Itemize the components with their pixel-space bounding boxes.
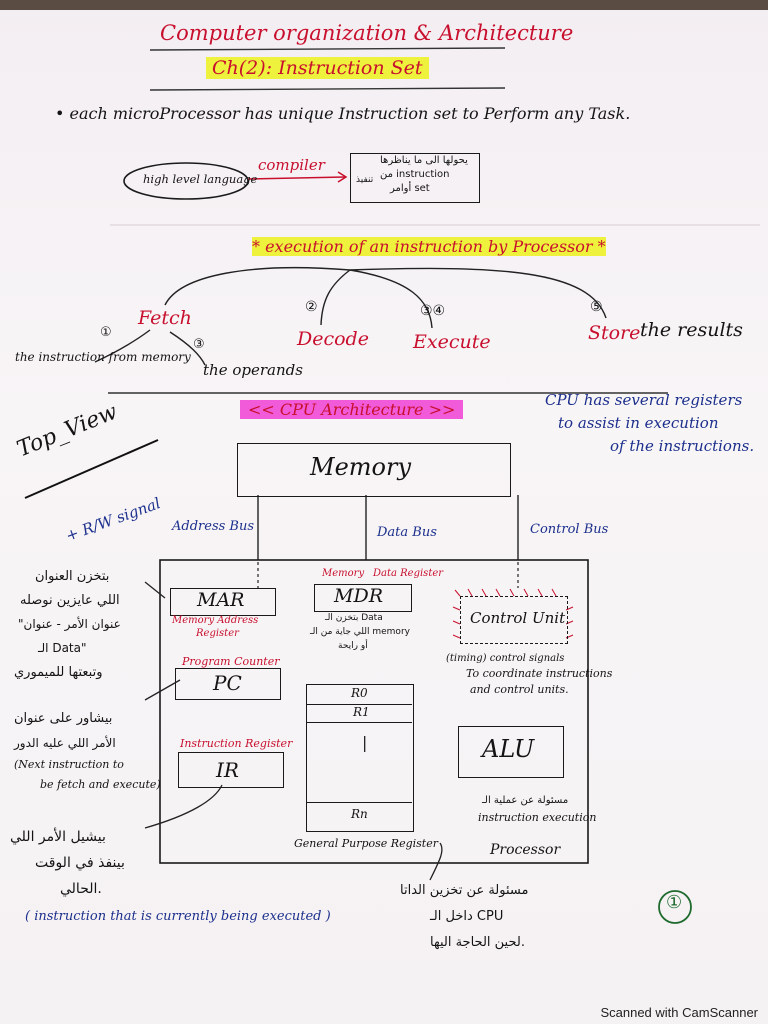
compile-source: high level language <box>143 172 258 186</box>
cpu-note-2: to assist in execution <box>558 414 719 432</box>
mar-caption-1: Memory Address <box>172 615 259 626</box>
ir-note-3: الحالي. <box>60 881 102 897</box>
processor-label: Processor <box>490 842 561 858</box>
execution-heading: * execution of an instruction by Process… <box>252 237 606 256</box>
pc-note-3: (Next instruction to <box>14 758 124 771</box>
alu-box <box>458 726 564 778</box>
step-decode: Decode <box>297 328 369 350</box>
mar-label: MAR <box>197 589 245 611</box>
mdr-caption-2: اللي جاية من الـ memory <box>310 627 410 637</box>
gpr-stack <box>306 684 414 832</box>
step-store-num: ⑤ <box>590 299 603 315</box>
mar-note-1: بتخزن العنوان <box>35 569 110 584</box>
cpu-heading-text: << CPU Architecture >> <box>240 400 464 419</box>
compile-target-line3: أوامر set <box>390 183 430 194</box>
mar-note-5: وتبعتها للميموري <box>14 665 103 680</box>
control-unit-box <box>460 596 568 644</box>
mdr-caption-3: أو رايحة <box>338 641 368 651</box>
mdr-box <box>314 584 412 612</box>
compile-target-line2: من instruction <box>380 169 450 180</box>
chapter-heading: Ch(2): Instruction Set <box>206 57 429 79</box>
compile-target-line1: يحولها الى ما يناظرها <box>380 155 468 166</box>
gpr-ellipsis: | <box>362 733 368 752</box>
execution-heading-text: * execution of an instruction by Process… <box>252 237 606 256</box>
compile-target-note: تنفيذ <box>356 175 374 185</box>
step-fetch: Fetch <box>138 307 192 329</box>
step-store: Store <box>588 322 641 344</box>
memory-box <box>237 443 511 497</box>
mdr-top-2: Data Register <box>373 568 444 579</box>
ir-note-en: ( instruction that is currently being ex… <box>25 909 331 924</box>
control-bus-label: Control Bus <box>530 522 609 537</box>
gpr-rn: Rn <box>351 807 368 821</box>
ir-note-1: بيشيل الأمر اللي <box>10 829 106 845</box>
mdr-top-1: Memory <box>322 568 365 579</box>
control-unit-label: Control Unit <box>470 609 566 627</box>
step-store-suffix: the results <box>640 319 743 341</box>
compile-target-box <box>350 153 480 203</box>
alu-caption-1: مسئولة عن عملية الـ <box>482 795 569 806</box>
mar-note-3: "عنوان الأمر - عنوان <box>18 617 121 631</box>
ir-note-2: بينفذ في الوقت <box>35 855 125 871</box>
memory-label: Memory <box>310 453 412 481</box>
cu-caption-2: To coordinate instructions <box>466 667 613 680</box>
compile-arrow-label: compiler <box>258 156 325 174</box>
gpr-r1: R1 <box>353 705 370 719</box>
gpr-row-divider-2 <box>306 704 412 723</box>
cpu-note-3: of the instructions. <box>610 437 755 455</box>
chapter-label: Ch(2): Instruction Set <box>206 57 429 79</box>
gpr-row-divider-1 <box>306 684 412 705</box>
mdr-label: MDR <box>334 585 383 607</box>
ir-label: IR <box>216 758 239 782</box>
scanner-watermark: Scanned with CamScanner <box>600 1005 758 1020</box>
gpr-row-divider-3 <box>306 802 412 803</box>
intro-text: • each microProcessor has unique Instruc… <box>55 104 631 123</box>
scan-edge <box>0 0 768 10</box>
gpr-note-2: داخل الـ CPU <box>430 909 504 924</box>
cu-caption-3: and control units. <box>470 683 569 696</box>
fetch-sub2-num: ③ <box>193 337 205 352</box>
step-execute: Execute <box>413 331 491 353</box>
mar-note-2: اللي عايزين نوصله <box>20 593 120 608</box>
gpr-note-3: لحين الحاجة اليها. <box>430 935 525 950</box>
step-decode-num: ② <box>305 299 318 315</box>
pc-label: PC <box>213 671 242 695</box>
ir-top-label: Instruction Register <box>180 737 293 750</box>
gpr-r0: R0 <box>351 686 368 700</box>
alu-label: ALU <box>482 735 535 763</box>
pc-box <box>175 668 281 700</box>
mar-box <box>170 588 276 616</box>
fetch-sub1: the instruction from memory <box>15 350 191 364</box>
step-execute-num: ③④ <box>420 303 446 319</box>
cpu-note-1: CPU has several registers <box>545 391 743 409</box>
ir-box <box>178 752 284 788</box>
gpr-note-1: مسئولة عن تخزين الداتا <box>400 883 529 898</box>
cpu-heading: << CPU Architecture >> <box>240 400 464 419</box>
fetch-sub2: the operands <box>203 361 303 379</box>
mar-note-4: الـ Data" <box>38 641 87 655</box>
pc-top-label: Program Counter <box>182 655 280 668</box>
page-number: ① <box>666 892 683 913</box>
pc-note-4: be fetch and execute) <box>40 778 161 791</box>
mar-caption-2: Register <box>196 628 239 639</box>
page-title: Computer organization & Architecture <box>160 21 574 45</box>
mdr-caption-1: بتخزن الـ Data <box>325 613 383 623</box>
alu-caption-2: instruction execution <box>478 811 597 824</box>
pc-note-1: بيشاور على عنوان <box>14 711 113 726</box>
pc-note-2: الأمر اللي عليه الدور <box>14 736 116 750</box>
data-bus-label: Data Bus <box>377 525 437 540</box>
fetch-sub1-num: ① <box>100 325 112 340</box>
address-bus-label: Address Bus <box>172 519 255 534</box>
gpr-caption: General Purpose Register <box>294 837 438 850</box>
cu-caption-1: (timing) control signals <box>446 653 565 664</box>
